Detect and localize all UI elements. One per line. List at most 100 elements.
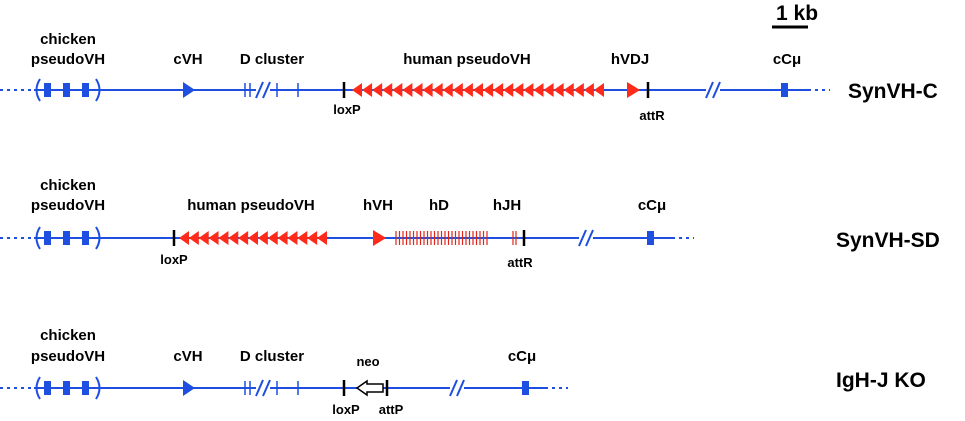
construct-name: SynVH-SD: [836, 229, 940, 252]
human-pseudovh-arrow: [372, 83, 383, 97]
hvh-arrow: [373, 230, 386, 246]
paren-close: [95, 226, 101, 250]
human-pseudovh-arrow: [352, 83, 362, 97]
ccmu-label: cCμ: [773, 51, 801, 68]
human-pseudovh-arrow: [583, 83, 594, 97]
human-pseudovh-array: [352, 83, 604, 97]
human-pseudovh-arrow: [307, 231, 318, 245]
break-mark: [262, 81, 271, 99]
scale-bar: 1 kb: [772, 2, 818, 29]
chicken-label: chicken: [40, 177, 96, 194]
break-mark: [255, 81, 264, 99]
human-pseudovh-arrow: [257, 231, 268, 245]
cvh-label: cVH: [173, 51, 202, 68]
human-pseudovh-arrow: [462, 83, 473, 97]
human-pseudovh-label: human pseudoVH: [403, 51, 531, 68]
human-pseudovh-arrow: [297, 231, 308, 245]
human-pseudovh-arrow: [594, 83, 604, 97]
human-pseudovh-arrow: [563, 83, 574, 97]
paren-close: [95, 376, 101, 400]
chicken-pseudovh-exon: [82, 83, 89, 97]
construct-name: IgH-J KO: [836, 369, 926, 392]
chicken-pseudovh-exon: [82, 231, 89, 245]
pseudovh-label: pseudoVH: [31, 348, 105, 365]
human-pseudovh-arrow: [533, 83, 544, 97]
human-pseudovh-arrow: [412, 83, 423, 97]
break-mark: [262, 379, 271, 397]
human-pseudovh-arrow: [228, 231, 239, 245]
chicken-pseudovh-exon: [44, 381, 51, 395]
hd-cluster: [395, 231, 488, 245]
break-mark: [449, 379, 458, 397]
human-pseudovh-arrow: [452, 83, 463, 97]
pseudovh-label: pseudoVH: [31, 51, 105, 68]
human-pseudovh-arrow: [402, 83, 413, 97]
human-pseudovh-arrow: [287, 231, 298, 245]
human-pseudovh-arrow: [198, 231, 209, 245]
human-pseudovh-arrow: [442, 83, 453, 97]
break-mark: [712, 81, 721, 99]
break-mark: [456, 379, 465, 397]
human-pseudovh-arrow: [553, 83, 564, 97]
hd-label: hD: [429, 197, 449, 214]
ccmu-label: cCμ: [508, 348, 536, 365]
human-pseudovh-arrow: [277, 231, 288, 245]
hvdj-arrow: [627, 82, 640, 98]
ccmu-exon: [647, 231, 654, 245]
hvh-label: hVH: [363, 197, 393, 214]
paren-open: [35, 226, 41, 250]
chicken-pseudovh-exon: [63, 83, 70, 97]
construct-igh-j-ko: chicken pseudoVH cVH D cluster neo cCμ l…: [0, 327, 926, 417]
neo-label: neo: [356, 354, 379, 369]
chicken-pseudovh-exon: [44, 231, 51, 245]
human-pseudovh-arrow: [493, 83, 504, 97]
loxp-label: loxP: [333, 102, 361, 117]
ccmu-label: cCμ: [638, 197, 666, 214]
human-pseudovh-arrow: [267, 231, 278, 245]
break-mark: [585, 229, 594, 247]
human-pseudovh-arrow: [513, 83, 524, 97]
chicken-pseudovh-exon: [44, 83, 51, 97]
ccmu-exon: [522, 381, 529, 395]
human-pseudovh-arrow: [473, 83, 483, 97]
human-pseudovh-arrow: [317, 231, 327, 245]
chicken-label: chicken: [40, 327, 96, 344]
human-pseudovh-arrow: [382, 83, 393, 97]
construct-name: SynVH-C: [848, 80, 938, 103]
attp-label: attP: [379, 402, 404, 417]
human-pseudovh-arrow: [422, 83, 433, 97]
human-pseudovh-arrow: [238, 231, 249, 245]
cvh-arrow: [183, 82, 195, 98]
human-pseudovh-arrow: [188, 231, 199, 245]
loxp-label: loxP: [332, 402, 360, 417]
attr-label: attR: [507, 255, 533, 270]
hjh-label: hJH: [493, 197, 521, 214]
d-cluster-label: D cluster: [240, 348, 304, 365]
human-pseudovh-arrow: [179, 231, 189, 245]
human-pseudovh-arrow: [208, 231, 219, 245]
chicken-pseudovh-exon: [63, 381, 70, 395]
human-pseudovh-arrow: [503, 83, 514, 97]
human-pseudovh-arrow: [362, 83, 373, 97]
human-pseudovh-arrow: [523, 83, 534, 97]
human-pseudovh-label: human pseudoVH: [187, 197, 315, 214]
ccmu-exon: [781, 83, 788, 97]
neo-cassette-arrow: [355, 379, 384, 397]
human-pseudovh-arrow: [392, 83, 403, 97]
paren-close: [95, 78, 101, 102]
human-pseudovh-arrow: [483, 83, 494, 97]
human-pseudovh-arrow: [218, 231, 229, 245]
attr-label: attR: [639, 108, 665, 123]
chicken-pseudovh-exon: [82, 381, 89, 395]
d-cluster-label: D cluster: [240, 51, 304, 68]
cvh-label: cVH: [173, 348, 202, 365]
scale-bar-label: 1 kb: [776, 2, 818, 25]
paren-open: [35, 376, 41, 400]
construct-synvh-sd: chicken pseudoVH human pseudoVH hVH hD h…: [0, 177, 940, 270]
chicken-pseudovh-exon: [63, 231, 70, 245]
break-mark: [705, 81, 714, 99]
break-mark: [578, 229, 587, 247]
chicken-label: chicken: [40, 31, 96, 48]
human-pseudovh-arrow: [432, 83, 443, 97]
